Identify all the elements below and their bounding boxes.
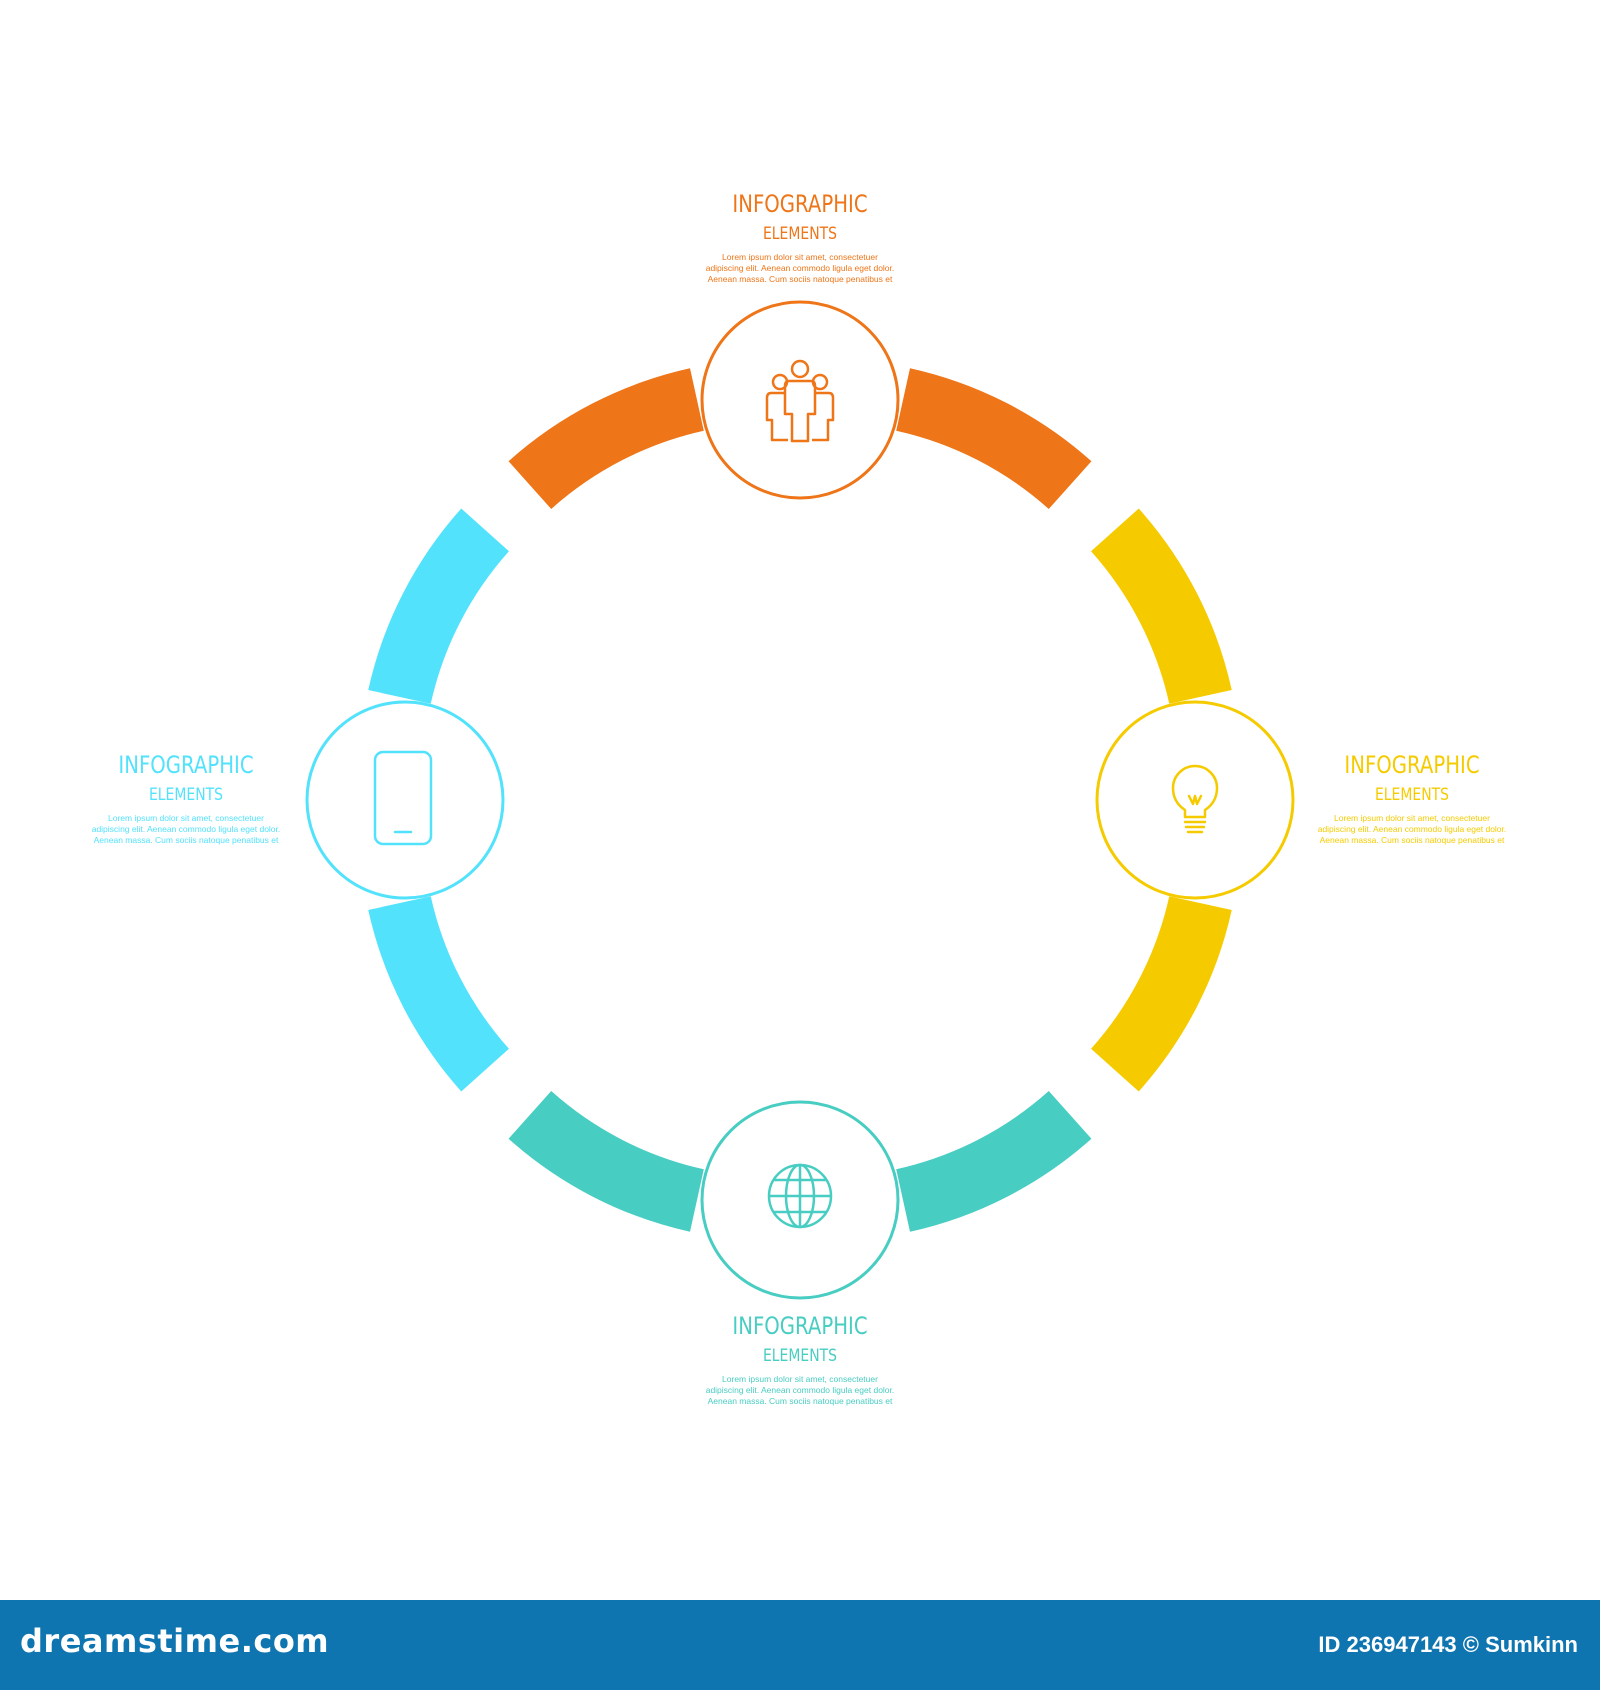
label-bottom-subtitle: ELEMENTS xyxy=(762,1346,838,1366)
label-left: INFOGRAPHIC ELEMENTS Lorem ipsum dolor s… xyxy=(36,751,336,846)
arc-right-top xyxy=(1090,508,1232,705)
label-right: INFOGRAPHIC ELEMENTS Lorem ipsum dolor s… xyxy=(1262,751,1562,846)
label-bottom-body-line: Lorem ipsum dolor sit amet, consectetuer xyxy=(722,1374,878,1384)
infographic-diagram: INFOGRAPHIC ELEMENTS Lorem ipsum dolor s… xyxy=(36,190,1562,1407)
people-group-icon xyxy=(765,359,835,443)
label-left-body-line: Lorem ipsum dolor sit amet, consectetuer xyxy=(108,813,264,823)
label-bottom: INFOGRAPHIC ELEMENTS Lorem ipsum dolor s… xyxy=(650,1312,950,1407)
arc-top-left xyxy=(508,368,705,510)
label-right-body-line: Aenean massa. Cum sociis natoque penatib… xyxy=(1319,835,1505,845)
label-bottom-body-line: adipiscing elit. Aenean commodo ligula e… xyxy=(705,1385,895,1395)
image-id-credit: ID 236947143 © Sumkinn xyxy=(1318,1632,1578,1657)
label-top-subtitle: ELEMENTS xyxy=(762,224,838,244)
label-right-body-line: adipiscing elit. Aenean commodo ligula e… xyxy=(1317,824,1507,834)
footer-bar: dreamstime.com ID 236947143 © Sumkinn xyxy=(0,1600,1600,1690)
globe-icon xyxy=(767,1163,833,1229)
label-top: INFOGRAPHIC ELEMENTS Lorem ipsum dolor s… xyxy=(650,190,950,285)
label-left-body-line: Aenean massa. Cum sociis natoque penatib… xyxy=(93,835,279,845)
label-bottom-title: INFOGRAPHIC xyxy=(732,1312,868,1340)
arc-left-top xyxy=(368,508,510,705)
arc-top-right xyxy=(895,368,1092,510)
label-top-body: Lorem ipsum dolor sit amet, consectetuer… xyxy=(650,252,950,285)
arc-bottom-left xyxy=(508,1090,705,1232)
label-bottom-body-line: Aenean massa. Cum sociis natoque penatib… xyxy=(707,1396,893,1406)
arc-right-bottom xyxy=(1090,895,1232,1092)
label-right-title: INFOGRAPHIC xyxy=(1344,751,1480,779)
label-right-subtitle: ELEMENTS xyxy=(1374,785,1450,805)
node-top xyxy=(700,300,900,500)
lightbulb-icon xyxy=(1171,764,1219,834)
node-left xyxy=(305,700,505,900)
label-left-subtitle: ELEMENTS xyxy=(148,785,224,805)
label-right-body: Lorem ipsum dolor sit amet, consectetuer… xyxy=(1262,813,1562,846)
brand-logo-text: dreamstime.com xyxy=(20,1622,330,1660)
label-left-body-line: adipiscing elit. Aenean commodo ligula e… xyxy=(91,824,281,834)
label-top-title: INFOGRAPHIC xyxy=(732,190,868,218)
label-left-title: INFOGRAPHIC xyxy=(118,751,254,779)
label-top-body-line: Aenean massa. Cum sociis natoque penatib… xyxy=(707,274,893,284)
arc-left-bottom xyxy=(368,895,510,1092)
arc-bottom-right xyxy=(895,1090,1092,1232)
smartphone-icon xyxy=(373,750,433,846)
label-right-body-line: Lorem ipsum dolor sit amet, consectetuer xyxy=(1334,813,1490,823)
ring-diagram xyxy=(305,300,1295,1300)
label-bottom-body: Lorem ipsum dolor sit amet, consectetuer… xyxy=(650,1374,950,1407)
label-top-body-line: Lorem ipsum dolor sit amet, consectetuer xyxy=(722,252,878,262)
label-left-body: Lorem ipsum dolor sit amet, consectetuer… xyxy=(36,813,336,846)
label-top-body-line: adipiscing elit. Aenean commodo ligula e… xyxy=(705,263,895,273)
